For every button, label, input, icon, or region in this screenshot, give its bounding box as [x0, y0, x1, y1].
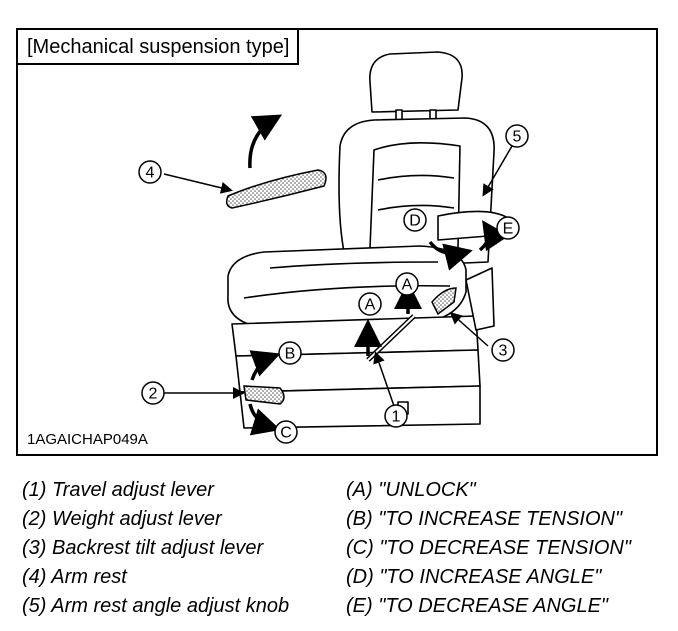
callout-e: E	[503, 221, 514, 238]
legend-item-a: (A) "UNLOCK"	[346, 479, 476, 501]
callout-3: 3	[499, 343, 508, 360]
legend-item-2: (2) Weight adjust lever	[22, 508, 222, 530]
increase-angle-arrow	[428, 240, 473, 271]
legend-item-d: (D) "TO INCREASE ANGLE"	[346, 566, 602, 588]
seat-base-top	[231, 315, 479, 357]
figure-title: [Mechanical suspension type]	[18, 30, 300, 65]
leader-3	[449, 312, 489, 347]
seat-diagram-frame: 4 5 3 2 1 A A B C D E [Mechanical suspen…	[16, 28, 658, 456]
callout-d: D	[409, 213, 421, 230]
leader-4	[163, 173, 233, 194]
callout-1: 1	[392, 409, 401, 426]
callout-c: C	[280, 425, 292, 442]
seat-illustration: 4 5 3 2 1 A A B C D E	[138, 51, 529, 444]
backrest-tilt-lever-dotted	[431, 287, 457, 316]
weight-lever-dotted	[243, 385, 285, 405]
callout-a-tilt: A	[402, 277, 413, 294]
armrest-left-dotted	[225, 169, 327, 209]
legend-parts: (1) Travel adjust lever (2) Weight adjus…	[22, 476, 289, 621]
callout-2: 2	[149, 386, 158, 403]
callout-4: 4	[146, 165, 155, 182]
leader-5	[482, 145, 513, 197]
callout-a-travel: A	[365, 297, 376, 314]
legend-item-c: (C) "TO DECREASE TENSION"	[346, 537, 631, 559]
legend-actions: (A) "UNLOCK" (B) "TO INCREASE TENSION" (…	[346, 476, 631, 621]
increase-tension-arrow	[249, 350, 281, 381]
armrest-raise-arrow	[248, 114, 283, 169]
legend-item-3: (3) Backrest tilt adjust lever	[22, 537, 264, 559]
legend-item-b: (B) "TO INCREASE TENSION"	[346, 508, 623, 530]
legend-item-e: (E) "TO DECREASE ANGLE"	[346, 595, 609, 617]
callout-b: B	[285, 346, 296, 363]
leader-1	[373, 351, 395, 407]
headrest	[369, 51, 463, 113]
seat-base-bottom	[239, 385, 481, 429]
decrease-tension-arrow	[248, 403, 281, 436]
figure-image-code: 1AGAICHAP049A	[27, 431, 148, 448]
callout-5: 5	[513, 129, 522, 146]
legend-item-4: (4) Arm rest	[22, 566, 127, 588]
legend-item-1: (1) Travel adjust lever	[22, 479, 214, 501]
legend-item-5: (5) Arm rest angle adjust knob	[22, 595, 290, 617]
decrease-angle-arrow	[478, 220, 510, 252]
